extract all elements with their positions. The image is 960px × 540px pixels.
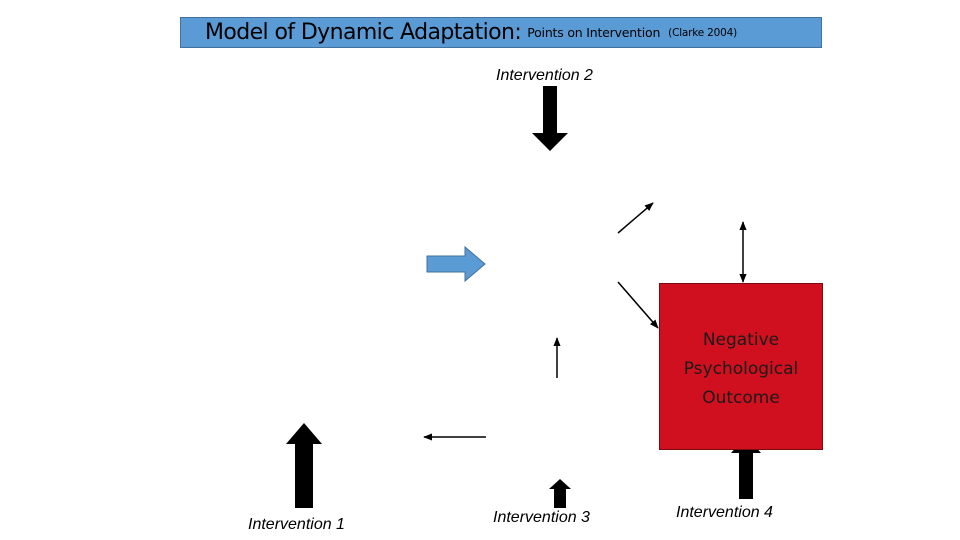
- title-banner: Model of Dynamic Adaptation: Points on I…: [180, 17, 822, 48]
- title-subtitle: Points on Intervention: [527, 25, 661, 40]
- negative-outcome-box: Negative Psychological Outcome: [659, 283, 823, 450]
- intervention-4-arrow: [731, 436, 761, 499]
- outcome-line-2: Psychological: [683, 359, 799, 379]
- title-main: Model of Dynamic Adaptation:: [205, 20, 522, 45]
- intervention-2-label: Intervention 2: [496, 67, 593, 84]
- outcome-line-3: Outcome: [702, 388, 780, 408]
- intervention-4-label: Intervention 4: [676, 504, 773, 521]
- intervention-3-label: Intervention 3: [493, 509, 590, 526]
- process-block-arrow: [426, 245, 486, 283]
- connector-arrow-down-right: [617, 281, 659, 329]
- intervention-1-arrow: [286, 423, 322, 508]
- intervention-2-arrow: [532, 86, 568, 151]
- intervention-1-label: Intervention 1: [248, 516, 345, 533]
- outcome-label: Negative Psychological Outcome: [660, 326, 822, 413]
- intervention-3-arrow: [549, 479, 571, 508]
- connector-arrow-up-right: [617, 202, 654, 234]
- outcome-line-1: Negative: [702, 330, 780, 350]
- title-citation: (Clarke 2004): [668, 26, 737, 39]
